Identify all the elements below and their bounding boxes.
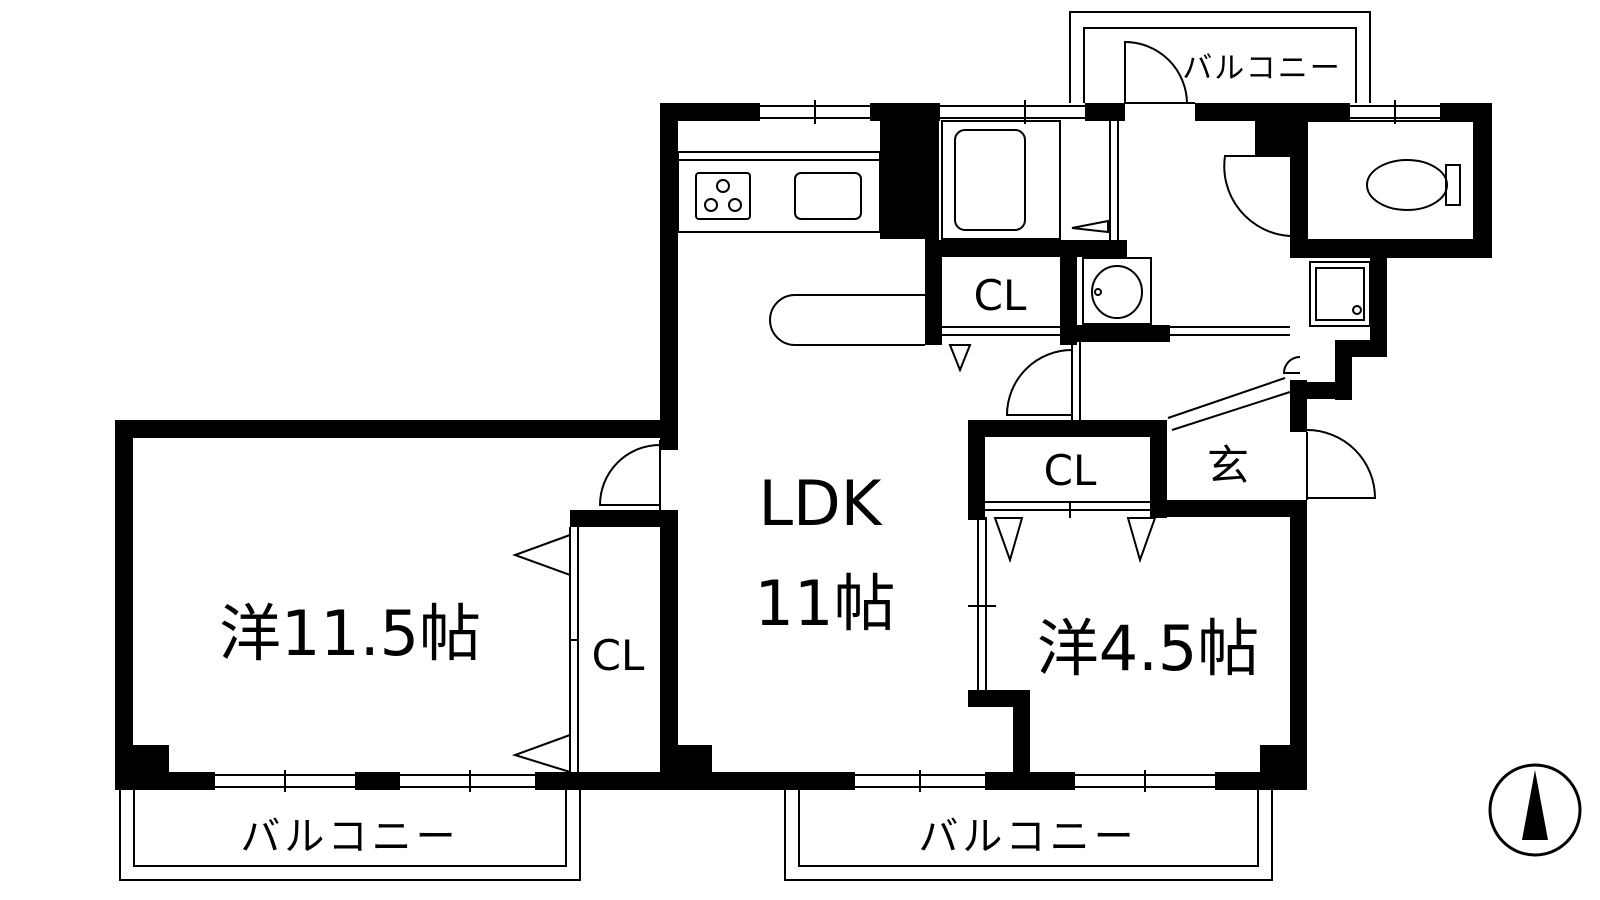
closet-kitchen-label: CL [974,271,1027,320]
closet-western-large-label: CL [592,631,645,680]
western-large-label: 洋11.5帖 [219,597,481,670]
balcony-top-label: バルコニー [1182,51,1341,86]
exterior-walls [115,103,1492,790]
western-small-label: 洋4.5帖 [1037,612,1260,685]
thin-lines [215,40,1475,792]
entrance-label: 玄 [1207,441,1249,490]
balcony-outlines [119,11,1371,881]
ldk-size: 11帖 [755,567,896,640]
balcony-bottom-left-label: バルコニー [240,814,459,860]
ldk-name: LDK [759,467,883,540]
closet-hall-label: CL [1044,446,1097,495]
north-compass-icon [1488,763,1582,857]
balcony-bottom-center-label: バルコニー [918,814,1137,860]
